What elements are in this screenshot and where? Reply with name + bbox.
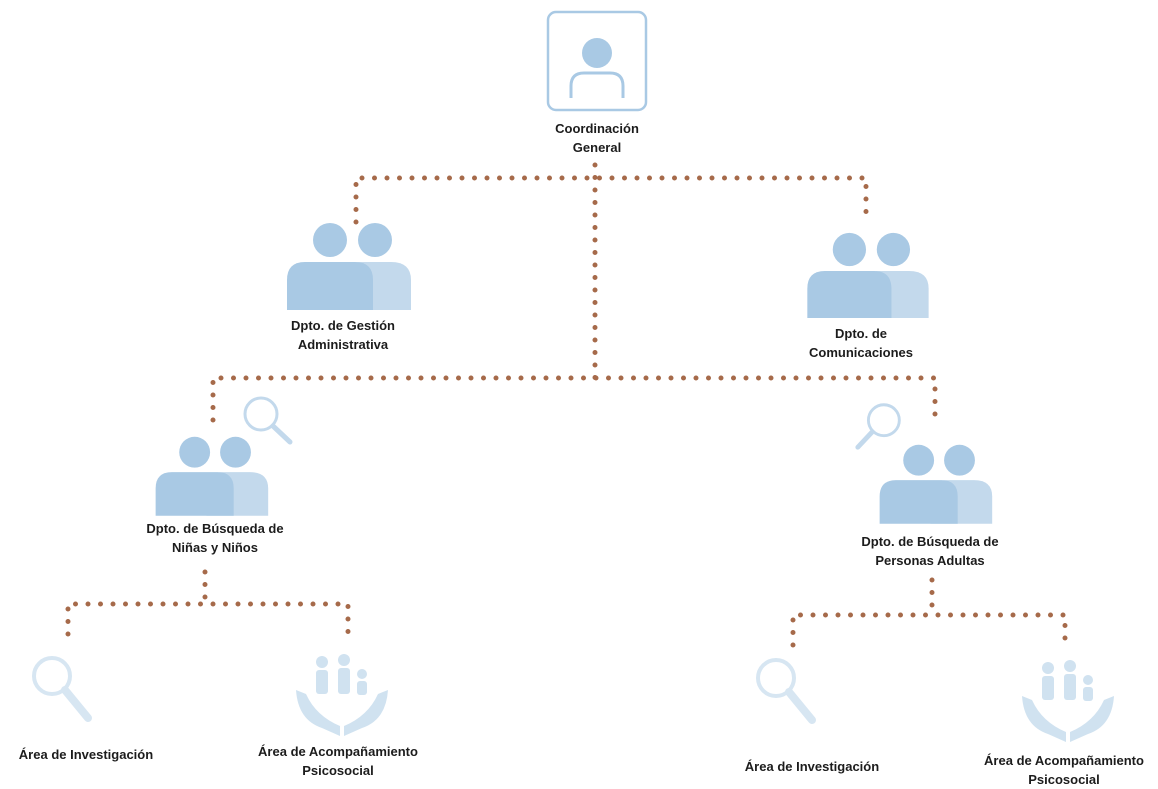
- connector-line: [210, 375, 938, 423]
- family-hands-icon: [296, 654, 388, 736]
- node-label-line1: Coordinación: [555, 121, 639, 136]
- node-label-line1: Dpto. de Gestión: [291, 318, 395, 333]
- node-label-line1: Área de Investigación: [18, 747, 154, 762]
- person-avatar-icon: [546, 10, 648, 112]
- node-label-line2: Psicosocial: [302, 763, 374, 778]
- magnifier-icon: [32, 656, 92, 722]
- node-label-line1: Dpto. de Búsqueda de: [861, 534, 999, 549]
- node-label-line2: Personas Adultas: [875, 553, 985, 568]
- node-dpto-busqueda-personas-adultas: Dpto. de Búsqueda de Personas Adultas: [835, 532, 1025, 570]
- connector-line: [65, 569, 351, 637]
- people-group-icon: [155, 436, 269, 516]
- node-label-line2: Psicosocial: [1028, 772, 1100, 787]
- node-label-line1: Área de Investigación: [744, 759, 880, 774]
- node-label-line1: Dpto. de: [835, 326, 887, 341]
- search-magnifier-icon: [855, 403, 901, 450]
- node-area-acompanamiento-right: Área de Acompañamiento Psicosocial: [966, 751, 1158, 789]
- node-dpto-busqueda-ninas-ninos: Dpto. de Búsqueda de Niñas y Niños: [120, 519, 310, 557]
- people-group-icon: [807, 232, 929, 318]
- node-label-line1: Área de Acompañamiento: [258, 744, 418, 759]
- node-area-acompanamiento-left: Área de Acompañamiento Psicosocial: [238, 742, 438, 780]
- family-hands-icon: [1022, 660, 1114, 742]
- node-label-line1: Dpto. de Búsqueda de: [146, 521, 284, 536]
- node-label-line2: Niñas y Niños: [172, 540, 258, 555]
- magnifier-icon: [756, 658, 816, 724]
- node-dpto-gestion-administrativa: Dpto. de Gestión Administrativa: [268, 316, 418, 354]
- node-coordinacion-general: Coordinación General: [522, 119, 672, 157]
- people-group-icon: [287, 223, 411, 310]
- node-label-line2: Administrativa: [297, 337, 389, 352]
- people-group-icon: [879, 444, 993, 524]
- node-label-line2: General: [572, 140, 622, 155]
- connector-line: [790, 577, 1068, 648]
- connector-line: [353, 175, 869, 225]
- node-area-investigacion-right: Área de Investigación: [726, 757, 898, 776]
- node-dpto-comunicaciones: Dpto. de Comunicaciones: [786, 324, 936, 362]
- search-magnifier-icon: [243, 396, 293, 445]
- node-area-investigacion-left: Área de Investigación: [0, 745, 172, 764]
- node-label-line1: Área de Acompañamiento: [984, 753, 1144, 768]
- node-label-line2: Comunicaciones: [808, 345, 914, 360]
